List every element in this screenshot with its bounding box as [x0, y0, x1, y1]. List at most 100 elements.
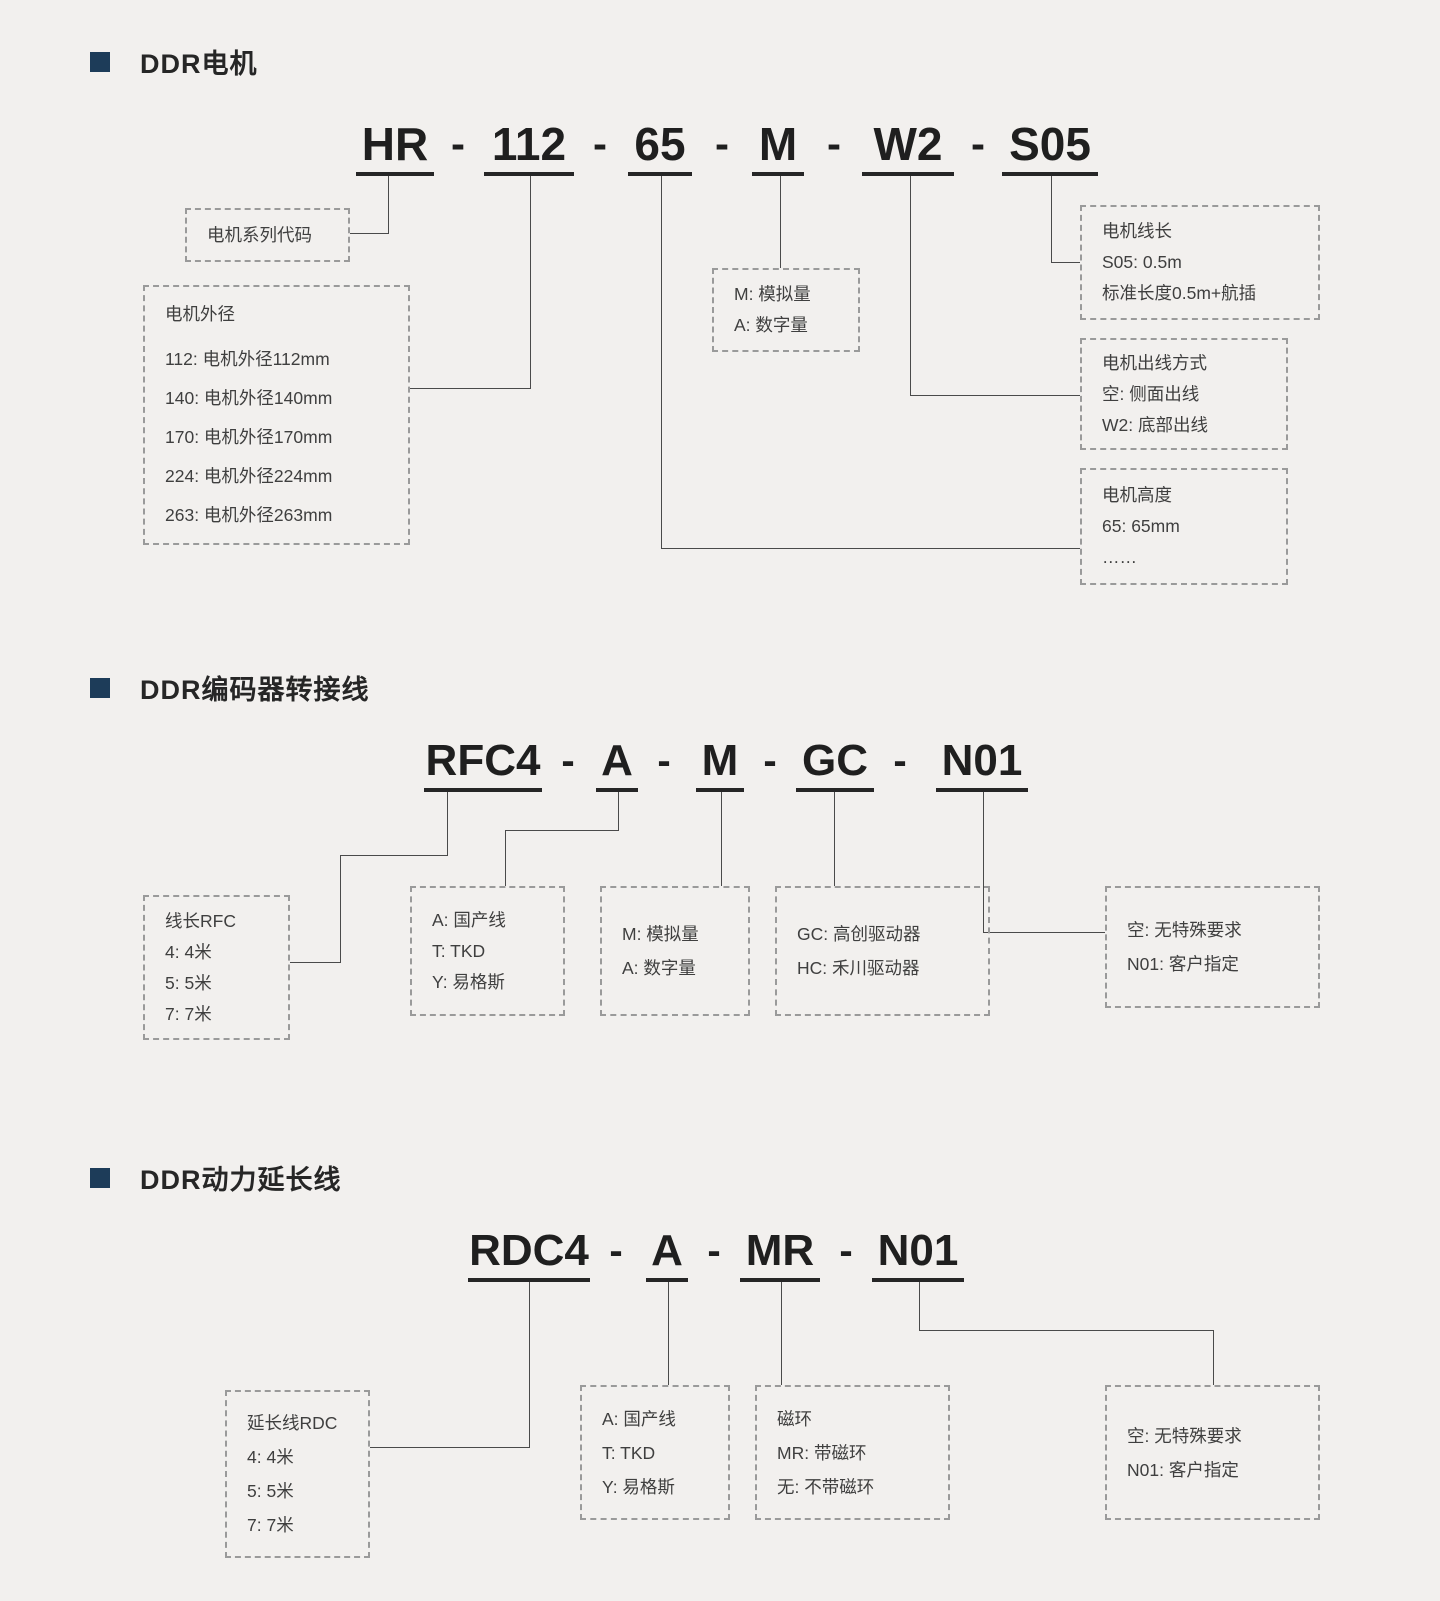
legend-line: 4: 4米 [165, 941, 212, 962]
connector-line [983, 932, 1105, 933]
connector-line [834, 792, 835, 886]
connector-line [505, 830, 506, 886]
connector-line [1051, 262, 1080, 263]
legend-line: W2: 底部出线 [1102, 414, 1208, 435]
legend-line: 170: 电机外径170mm [165, 427, 333, 447]
legend-line: 7: 7米 [247, 1515, 294, 1535]
code-segment-rdc4: RDC4 [468, 1226, 590, 1282]
legend-box-cable-length: 电机线长 S05: 0.5m 标准长度0.5m+航插 [1080, 205, 1320, 320]
legend-box-signal-type: M: 模拟量 A: 数字量 [712, 268, 860, 352]
section-header-ddr-motor: DDR电机 [90, 42, 258, 81]
legend-box-magnetic-ring: 磁环 MR: 带磁环 无: 不带磁环 [755, 1385, 950, 1520]
legend-line: 263: 电机外径263mm [165, 505, 333, 525]
connector-line [910, 395, 1080, 396]
connector-line [340, 855, 448, 856]
code-segment-m: M [752, 118, 804, 176]
legend-line: 电机高度 [1102, 485, 1172, 505]
code-dash: - [971, 120, 985, 167]
code-segment-m: M [696, 736, 744, 792]
code-segment-rfc4: RFC4 [424, 736, 542, 792]
legend-box-custom-option: 空: 无特殊要求 N01: 客户指定 [1105, 886, 1320, 1008]
code-dash: - [893, 739, 907, 783]
connector-line [661, 176, 662, 549]
legend-line: 电机出线方式 [1102, 352, 1207, 373]
connector-line [919, 1282, 920, 1331]
connector-line [529, 1282, 530, 1448]
legend-line: 电机系列代码 [207, 224, 312, 245]
legend-line: GC: 高创驱动器 [797, 924, 921, 944]
code-segment-n01: N01 [936, 736, 1028, 792]
legend-line: …… [1102, 547, 1137, 567]
section-title: DDR动力延长线 [140, 1165, 342, 1195]
legend-line: 7: 7米 [165, 1003, 212, 1024]
legend-line: A: 数字量 [734, 315, 808, 335]
code-segment-112: 112 [484, 118, 574, 176]
legend-line: 65: 65mm [1102, 516, 1180, 536]
code-dash: - [763, 739, 777, 783]
legend-line: HC: 禾川驱动器 [797, 958, 920, 978]
legend-line: 112: 电机外径112mm [165, 349, 330, 369]
legend-line: 标准长度0.5m+航插 [1102, 283, 1257, 303]
legend-line: 空: 无特殊要求 [1127, 1425, 1242, 1446]
connector-line [618, 792, 619, 831]
code-dash: - [657, 739, 671, 783]
code-segment-gc: GC [796, 736, 874, 792]
section-header-ddr-encoder-cable: DDR编码器转接线 [90, 668, 370, 707]
code-dash: - [609, 1229, 623, 1273]
legend-line: 电机外径 [165, 304, 235, 324]
connector-line [1213, 1330, 1214, 1385]
code-segment-s05: S05 [1002, 118, 1098, 176]
connector-line [350, 233, 389, 234]
legend-box-custom-option: 空: 无特殊要求 N01: 客户指定 [1105, 1385, 1320, 1520]
connector-line [388, 176, 389, 233]
code-segment-w2: W2 [862, 118, 954, 176]
connector-line [1051, 176, 1052, 263]
code-segment-a: A [596, 736, 638, 792]
section-title: DDR电机 [140, 49, 258, 79]
legend-line: MR: 带磁环 [777, 1442, 867, 1463]
code-segment-n01: N01 [872, 1226, 964, 1282]
legend-line: 电机线长 [1102, 221, 1172, 241]
connector-line [447, 792, 448, 856]
connector-line [370, 1447, 530, 1448]
legend-line: A: 国产线 [602, 1408, 676, 1429]
legend-box-cable-brand: A: 国产线 T: TKD Y: 易格斯 [410, 886, 565, 1016]
connector-line [340, 855, 341, 963]
code-dash: - [707, 1229, 721, 1273]
section-title: DDR编码器转接线 [140, 675, 370, 705]
legend-box-motor-height: 电机高度 65: 65mm …… [1080, 468, 1288, 585]
code-dash: - [827, 120, 841, 167]
code-segment-a: A [646, 1226, 688, 1282]
legend-box-motor-diameter: 电机外径 112: 电机外径112mm 140: 电机外径140mm 170: … [143, 285, 410, 545]
legend-line: 空: 无特殊要求 [1127, 920, 1242, 940]
legend-line: 线长RFC [165, 910, 236, 931]
legend-box-cable-length-rfc: 线长RFC 4: 4米 5: 5米 7: 7米 [143, 895, 290, 1040]
legend-line: 224: 电机外径224mm [165, 466, 333, 486]
connector-line [780, 176, 781, 268]
legend-line: 5: 5米 [247, 1481, 294, 1501]
connector-line [668, 1282, 669, 1385]
section-header-ddr-power-cable: DDR动力延长线 [90, 1158, 342, 1197]
code-dash: - [715, 120, 729, 167]
legend-line: M: 模拟量 [734, 284, 811, 304]
legend-box-cable-brand: A: 国产线 T: TKD Y: 易格斯 [580, 1385, 730, 1520]
legend-line: T: TKD [602, 1442, 656, 1463]
section-bullet-icon [90, 51, 110, 72]
section-bullet-icon [90, 677, 110, 698]
connector-line [661, 548, 1080, 549]
legend-line: N01: 客户指定 [1127, 954, 1239, 974]
legend-line: 140: 电机外径140mm [165, 388, 333, 408]
connector-line [983, 792, 984, 933]
code-dash: - [839, 1229, 853, 1273]
legend-box-driver-type: GC: 高创驱动器 HC: 禾川驱动器 [775, 886, 990, 1016]
legend-line: 延长线RDC [247, 1413, 338, 1433]
connector-line [919, 1330, 1214, 1331]
legend-line: T: TKD [432, 940, 486, 961]
legend-line: 磁环 [777, 1408, 812, 1429]
code-dash: - [451, 120, 465, 167]
legend-line: A: 数字量 [622, 958, 696, 978]
code-segment-mr: MR [740, 1226, 820, 1282]
legend-line: Y: 易格斯 [432, 971, 505, 992]
code-segment-hr: HR [356, 118, 434, 176]
legend-box-extension-length: 延长线RDC 4: 4米 5: 5米 7: 7米 [225, 1390, 370, 1558]
